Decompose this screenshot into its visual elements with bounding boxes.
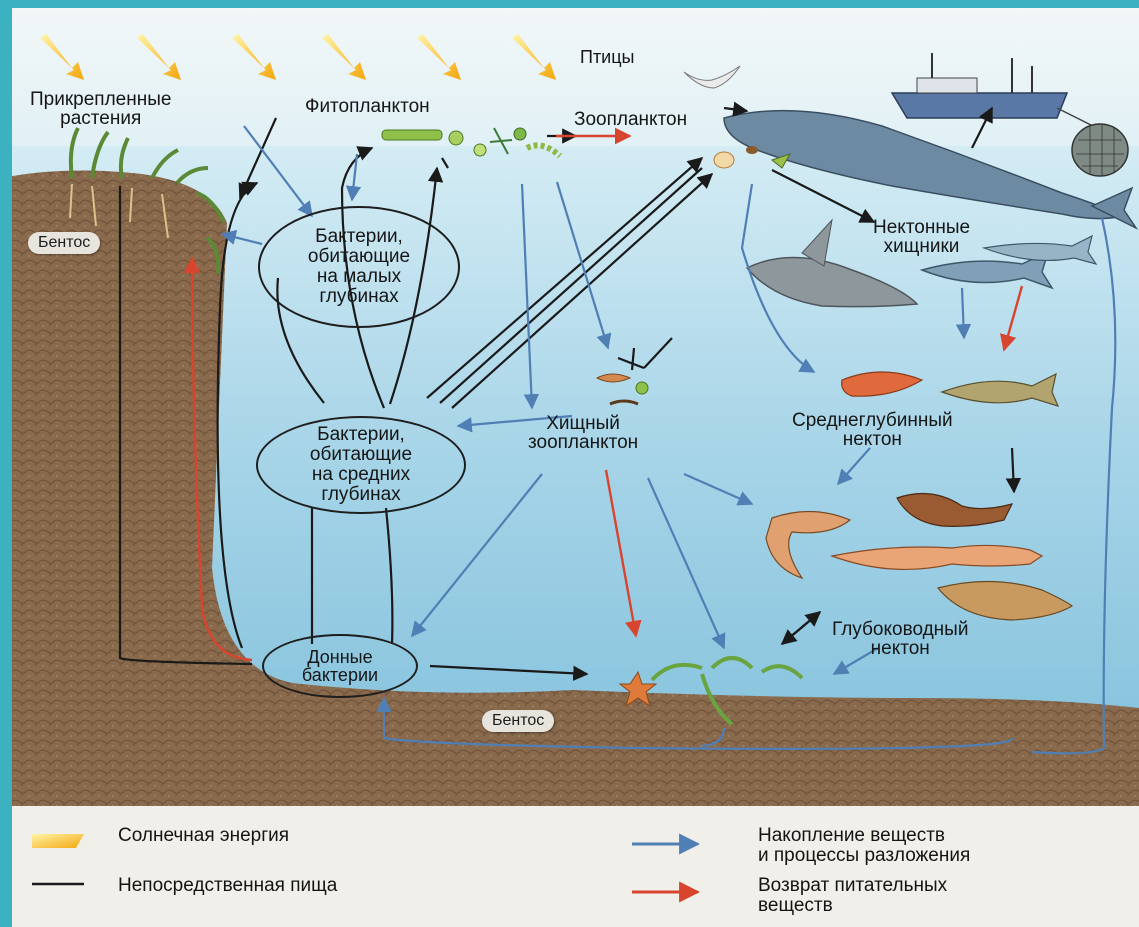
label-predatory-zooplankton: Хищный зоопланктон bbox=[528, 414, 638, 452]
bacteria-mid-node: Бактерии, обитающие на средних глубинах bbox=[256, 416, 466, 514]
marine-ecosystem-scene bbox=[12, 8, 1139, 927]
bacteria-shallow-node: Бактерии, обитающие на малых глубинах bbox=[258, 206, 460, 328]
legend-direct-food: Непосредственная пища bbox=[118, 876, 337, 896]
label-deep-nekton: Глубоководный нектон bbox=[832, 620, 968, 658]
legend-nutrient-return: Возврат питательных веществ bbox=[758, 876, 947, 916]
label-nekton-predators: Нектонные хищники bbox=[873, 218, 970, 256]
label-zooplankton: Зоопланктон bbox=[574, 110, 687, 129]
label-midwater-nekton: Среднеглубинный нектон bbox=[792, 411, 953, 449]
label-attached-plants: Прикрепленные растения bbox=[30, 90, 171, 128]
legend-accumulation: Накопление веществ и процессы разложения bbox=[758, 826, 970, 866]
bottom-bacteria-node: Донные бактерии bbox=[262, 634, 418, 698]
label-birds: Птицы bbox=[580, 48, 634, 67]
label-benthos-left: Бентос bbox=[28, 232, 100, 254]
label-phytoplankton: Фитопланктон bbox=[305, 97, 430, 116]
legend-solar-energy: Солнечная энергия bbox=[118, 826, 289, 846]
legend-sun-swatch bbox=[32, 834, 84, 848]
label-benthos-bottom: Бентос bbox=[482, 710, 554, 732]
